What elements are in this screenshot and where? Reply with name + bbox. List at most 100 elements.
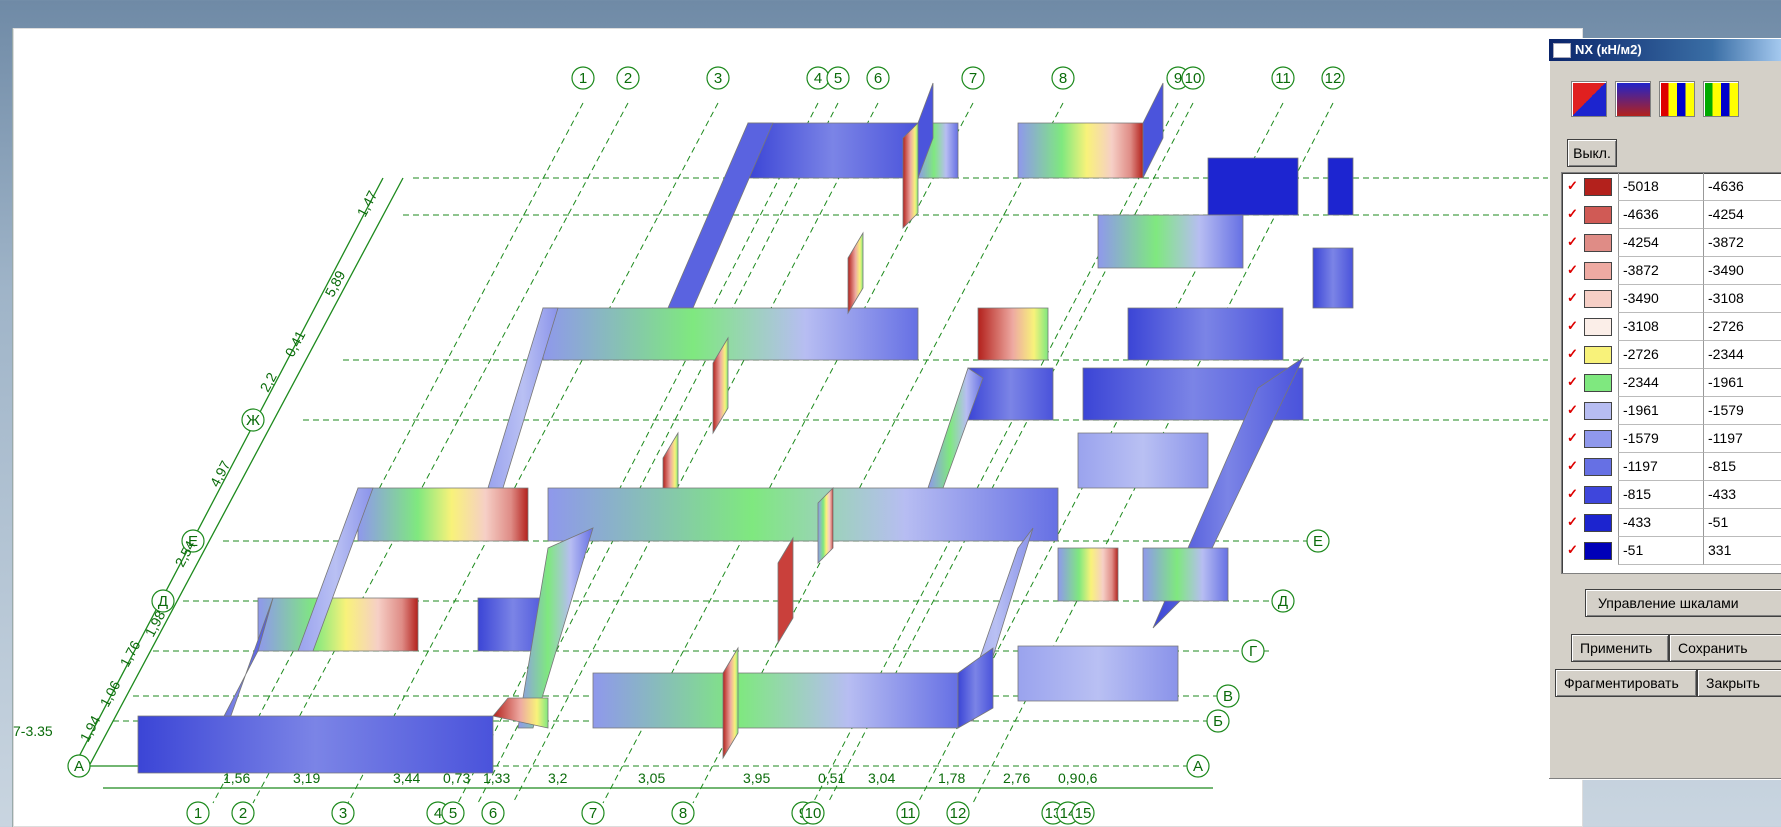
legend-from-value[interactable]: -1961 — [1618, 397, 1703, 425]
legend-checkbox[interactable]: ✓ — [1567, 206, 1578, 221]
legend-to-value[interactable]: -815 — [1703, 453, 1781, 481]
legend-to-value[interactable]: -2344 — [1703, 341, 1781, 369]
axis-marker-number: 11 — [1271, 66, 1295, 90]
legend-checkbox[interactable]: ✓ — [1567, 374, 1578, 389]
legend-checkbox[interactable]: ✓ — [1567, 458, 1578, 473]
legend-row[interactable]: ✓ -3872-3490 — [1562, 257, 1781, 285]
legend-row[interactable]: ✓ -1961-1579 — [1562, 397, 1781, 425]
legend-to-value[interactable]: -4254 — [1703, 201, 1781, 229]
legend-to-value[interactable]: -1961 — [1703, 369, 1781, 397]
legend-checkbox[interactable]: ✓ — [1567, 178, 1578, 193]
apply-button[interactable]: Применить — [1571, 634, 1669, 662]
wall-side — [712, 336, 729, 435]
legend-checkbox[interactable]: ✓ — [1567, 346, 1578, 361]
legend-to-value[interactable]: -51 — [1703, 509, 1781, 537]
legend-from-value[interactable]: -433 — [1618, 509, 1703, 537]
wall-panel — [1077, 432, 1209, 489]
legend-color-swatch[interactable] — [1584, 430, 1612, 448]
legend-checkbox[interactable]: ✓ — [1567, 486, 1578, 501]
palette-diagonal-icon[interactable] — [1571, 81, 1607, 117]
axis-markers-bottom: 123456789101112131415 — [186, 801, 1095, 825]
legend-row[interactable]: ✓ -433-51 — [1562, 509, 1781, 537]
legend-color-swatch[interactable] — [1584, 262, 1612, 280]
palette-stripes-cool-icon[interactable] — [1703, 81, 1739, 117]
legend-from-value[interactable]: -2726 — [1618, 341, 1703, 369]
legend-color-swatch[interactable] — [1584, 374, 1612, 392]
close-button[interactable]: Закрыть — [1697, 669, 1781, 697]
legend-list[interactable]: ✓-5018-4636✓-4636-4254✓-4254-3872✓-3872-… — [1561, 172, 1781, 574]
axis-label: 7 — [589, 805, 597, 822]
legend-from-value[interactable]: -2344 — [1618, 369, 1703, 397]
legend-from-value[interactable]: -5018 — [1618, 173, 1703, 201]
legend-color-swatch[interactable] — [1584, 346, 1612, 364]
dimension-label: 2,2 — [257, 370, 280, 395]
off-button[interactable]: Выкл. — [1567, 139, 1617, 167]
wall-panel — [1082, 367, 1304, 421]
legend-color-swatch[interactable] — [1584, 234, 1612, 252]
legend-color-swatch[interactable] — [1584, 486, 1612, 504]
legend-color-swatch[interactable] — [1584, 458, 1612, 476]
legend-checkbox[interactable]: ✓ — [1567, 542, 1578, 557]
legend-checkbox[interactable]: ✓ — [1567, 290, 1578, 305]
legend-row[interactable]: ✓ -4636-4254 — [1562, 201, 1781, 229]
legend-color-swatch[interactable] — [1584, 290, 1612, 308]
legend-row[interactable]: ✓ -5018-4636 — [1562, 173, 1781, 201]
legend-row[interactable]: ✓ -3108-2726 — [1562, 313, 1781, 341]
legend-to-value[interactable]: -3872 — [1703, 229, 1781, 257]
legend-from-value[interactable]: -3108 — [1618, 313, 1703, 341]
legend-to-value[interactable]: 331 — [1703, 537, 1781, 565]
legend-to-value[interactable]: -1579 — [1703, 397, 1781, 425]
legend-from-value[interactable]: -3872 — [1618, 257, 1703, 285]
legend-from-value[interactable]: -4636 — [1618, 201, 1703, 229]
legend-to-value[interactable]: -1197 — [1703, 425, 1781, 453]
legend-color-swatch[interactable] — [1584, 542, 1612, 560]
legend-from-value[interactable]: -815 — [1618, 481, 1703, 509]
legend-color-swatch[interactable] — [1584, 206, 1612, 224]
axis-marker-number: 15 — [1071, 801, 1095, 825]
palette-gradient-icon[interactable] — [1615, 81, 1651, 117]
wall-panel — [1127, 307, 1284, 361]
legend-from-value[interactable]: -51 — [1618, 537, 1703, 565]
legend-row[interactable]: ✓ -2344-1961 — [1562, 369, 1781, 397]
legend-checkbox[interactable]: ✓ — [1567, 514, 1578, 529]
palette-stripes-warm-icon[interactable] — [1659, 81, 1695, 117]
legend-checkbox[interactable]: ✓ — [1567, 430, 1578, 445]
legend-checkbox[interactable]: ✓ — [1567, 318, 1578, 333]
axis-label: Г — [1249, 643, 1257, 660]
legend-to-value[interactable]: -4636 — [1703, 173, 1781, 201]
legend-color-swatch[interactable] — [1584, 514, 1612, 532]
scale-management-button[interactable]: Управление шкалами — [1585, 589, 1781, 617]
legend-color-swatch[interactable] — [1584, 178, 1612, 196]
legend-row[interactable]: ✓ -1197-815 — [1562, 453, 1781, 481]
axis-label: 10 — [1185, 70, 1202, 87]
dimension-label: 3,19 — [293, 770, 320, 786]
save-button[interactable]: Сохранить — [1669, 634, 1781, 662]
legend-row[interactable]: ✓ -2726-2344 — [1562, 341, 1781, 369]
legend-row[interactable]: ✓ -815-433 — [1562, 481, 1781, 509]
legend-from-value[interactable]: -1197 — [1618, 453, 1703, 481]
legend-row[interactable]: ✓ -1579-1197 — [1562, 425, 1781, 453]
axis-marker-number: 7 — [961, 66, 985, 90]
legend-row[interactable]: ✓ -3490-3108 — [1562, 285, 1781, 313]
legend-to-value[interactable]: -3490 — [1703, 257, 1781, 285]
legend-color-swatch[interactable] — [1584, 402, 1612, 420]
legend-color-swatch[interactable] — [1584, 318, 1612, 336]
legend-row[interactable]: ✓ -4254-3872 — [1562, 229, 1781, 257]
legend-from-value[interactable]: -4254 — [1618, 229, 1703, 257]
legend-to-value[interactable]: -3108 — [1703, 285, 1781, 313]
legend-to-value[interactable]: -433 — [1703, 481, 1781, 509]
legend-checkbox[interactable]: ✓ — [1567, 402, 1578, 417]
legend-checkbox[interactable]: ✓ — [1567, 262, 1578, 277]
legend-from-value[interactable]: -3490 — [1618, 285, 1703, 313]
legend-titlebar[interactable]: NX (кН/м2) — [1549, 39, 1781, 61]
legend-window[interactable]: NX (кН/м2) Выкл. ✓-5018-4636✓-4636-4254✓… — [1548, 38, 1781, 780]
legend-to-value[interactable]: -2726 — [1703, 313, 1781, 341]
legend-from-value[interactable]: -1579 — [1618, 425, 1703, 453]
fragment-button[interactable]: Фрагментировать — [1555, 669, 1697, 697]
legend-checkbox[interactable]: ✓ — [1567, 234, 1578, 249]
axis-label: 3 — [714, 70, 722, 87]
axis-label: 2 — [239, 805, 247, 822]
